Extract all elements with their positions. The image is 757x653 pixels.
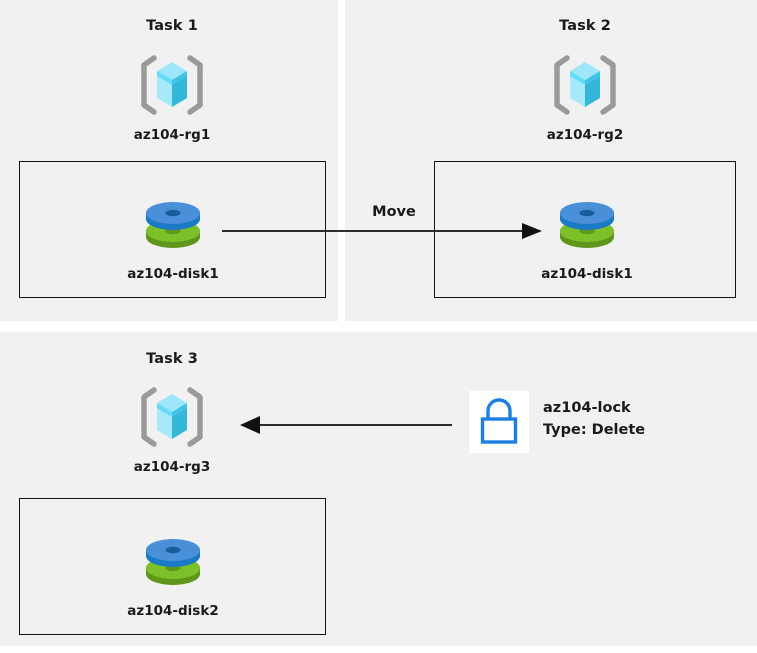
managed-disk-icon xyxy=(560,202,614,248)
lock-text-block: az104-lock Type: Delete xyxy=(543,398,723,442)
resource-group-cube-icon xyxy=(554,55,616,115)
task-2-title: Task 2 xyxy=(559,18,611,34)
disk-2-label: az104-disk2 xyxy=(127,603,219,619)
lock-icon-tile xyxy=(469,391,529,453)
lock-arrow xyxy=(240,416,452,434)
resource-group-1-label: az104-rg1 xyxy=(133,127,211,143)
move-arrow-label: Move xyxy=(372,204,416,220)
resource-group-2-label: az104-rg2 xyxy=(546,127,624,143)
disk-1-moved-label: az104-disk1 xyxy=(541,266,633,282)
resource-group-cube-icon xyxy=(141,387,203,447)
lock-name: az104-lock xyxy=(543,400,631,416)
managed-disk-icon xyxy=(146,202,200,248)
resource-group-3-label: az104-rg3 xyxy=(133,459,211,475)
task-3-title: Task 3 xyxy=(146,351,198,367)
managed-disk-icon xyxy=(146,539,200,585)
lock-icon xyxy=(480,398,518,444)
disk-1-label: az104-disk1 xyxy=(127,266,219,282)
lock-type: Type: Delete xyxy=(543,421,646,438)
move-arrow xyxy=(222,223,542,239)
task-1-title: Task 1 xyxy=(146,18,198,34)
resource-group-cube-icon xyxy=(141,55,203,115)
